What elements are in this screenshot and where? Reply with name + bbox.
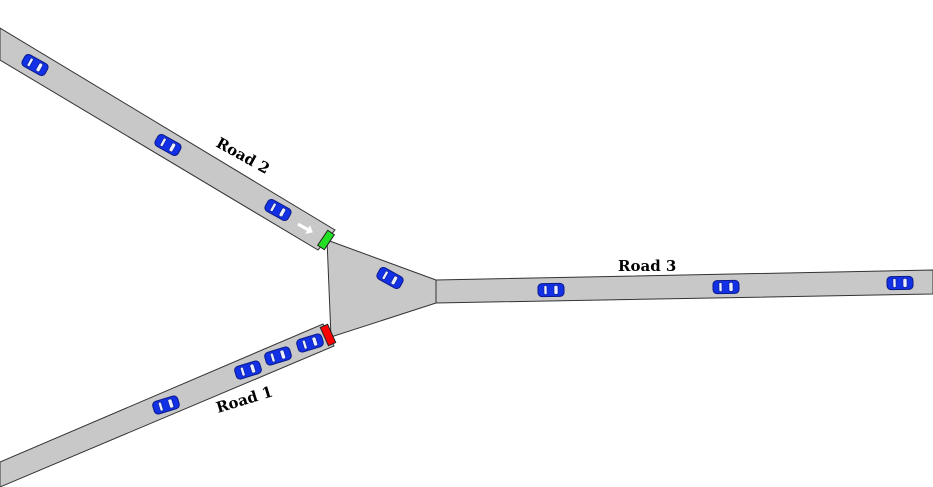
vehicles [21, 53, 914, 415]
junction [326, 239, 437, 338]
road-1-car-7 [264, 346, 292, 366]
road-3-label: Road 3 [618, 257, 676, 275]
road-1-car-6 [234, 360, 262, 380]
right-arrow-icon [297, 222, 313, 234]
road-2-signal [316, 229, 336, 251]
road-1-car-5 [152, 395, 180, 415]
road-3-car-10 [712, 279, 740, 295]
road-3-car-9 [537, 282, 565, 298]
road-2-car-1 [21, 53, 49, 77]
road-3-car-11 [886, 275, 914, 291]
road-1-car-8 [296, 333, 324, 353]
road-1-signal [319, 323, 337, 347]
road-3-surface [435, 269, 933, 304]
road-2-car-2 [154, 133, 182, 157]
road-2-car-3 [264, 198, 292, 222]
junction-car-4 [376, 266, 404, 290]
